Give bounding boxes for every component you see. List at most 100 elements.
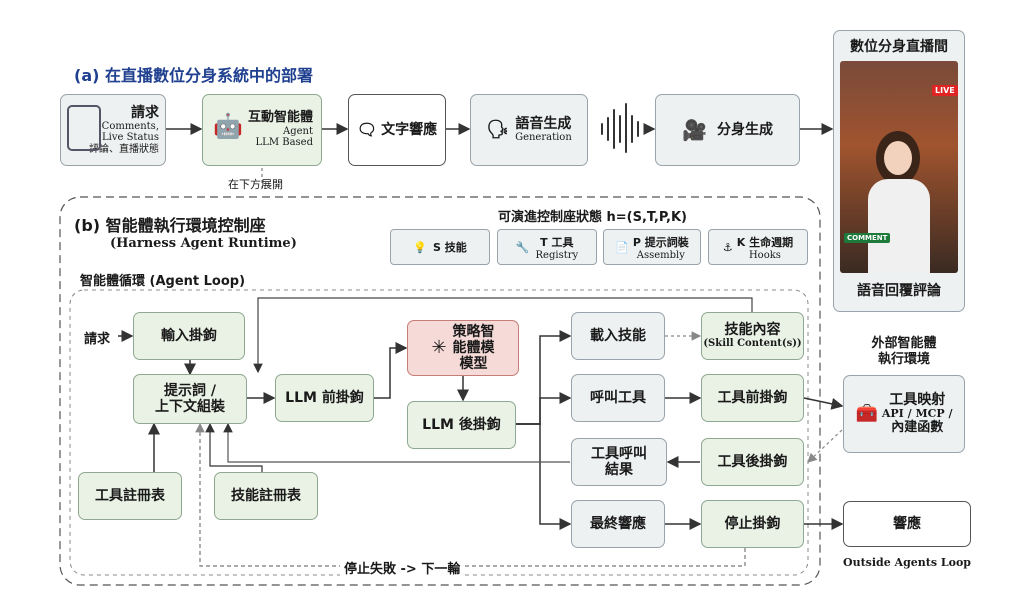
network-icon: ✳ [431, 336, 447, 358]
tool-post-hook-label: 工具後掛鉤 [717, 453, 788, 470]
load-skill-label: 載入技能 [590, 327, 646, 344]
speech-icon: 🗣 [486, 118, 510, 140]
robot-icon: 🤖 [213, 112, 243, 140]
live-stream-image: LIVE COMMENT [840, 61, 958, 274]
profile-card-icon [67, 105, 101, 151]
policy-line3: 模型 [459, 356, 488, 373]
chat-icon: 🗨 [356, 119, 378, 139]
prompt-assembly-box: 提示詞 / 上下文組裝 [133, 374, 247, 424]
section-a-title: (a) 在直播數位分身系統中的部署 [74, 66, 313, 85]
final-response-label: 最終響應 [590, 515, 646, 532]
input-hook-box: 輸入掛鉤 [133, 312, 245, 360]
voice-sub: Generation [515, 132, 572, 144]
llm-post-hook-box: LLM 後掛鉤 [407, 401, 516, 449]
tool-pre-hook-box: 工具前掛鉤 [701, 374, 804, 422]
policy-model-box: ✳ 策略智 能體模 模型 [407, 320, 519, 376]
external-title-line2: 執行環境 [877, 351, 930, 367]
agent-label: 互動智能體 [247, 110, 313, 126]
waveform-icon [601, 103, 639, 153]
request-box: 請求 Comments, Live Status 評論、直播狀態 [60, 94, 166, 166]
tool-result-box: 工具呼叫 結果 [571, 438, 667, 486]
llm-pre-hook-box: LLM 前掛鉤 [275, 374, 374, 422]
tool-result-line2: 結果 [605, 462, 633, 478]
request-sub-2: Live Status [101, 132, 159, 144]
text-response-box: 🗨 文字響應 [348, 94, 446, 166]
agent-loop-frame [69, 289, 809, 576]
expand-note: 在下方展開 [228, 178, 283, 191]
final-response-box: 最終響應 [571, 500, 665, 548]
section-b-subtitle: (Harness Agent Runtime) [110, 236, 297, 251]
stop-fail-label: 停止失敗 -> 下一輪 [340, 558, 465, 577]
skill-content-label: 技能內容 [724, 322, 781, 339]
toolbox-icon: 🧰 [855, 402, 878, 424]
host-body [868, 179, 930, 274]
load-skill-box: 載入技能 [571, 312, 665, 360]
live-caption: 語音回覆評論 [857, 283, 941, 300]
voice-generation-box: 🗣 語音生成 Generation [470, 94, 588, 166]
response-label: 響應 [893, 515, 921, 532]
tool-mapping-sub: API / MCP / [881, 407, 953, 421]
avatar-generation-box: 🎥 分身生成 [655, 94, 800, 166]
skill-registry-label: 技能註冊表 [231, 487, 301, 504]
interactive-agent-box: 🤖 互動智能體 Agent LLM Based [202, 94, 322, 166]
skill-registry-box: 技能註冊表 [214, 472, 318, 520]
stop-hook-box: 停止掛鉤 [701, 500, 804, 548]
prompt-assembly-line2: 上下文組裝 [155, 399, 225, 415]
request-label: 請求 [131, 104, 159, 121]
input-hook-label: 輸入掛鉤 [161, 327, 217, 344]
legend-hooks-sub: Hooks [748, 249, 781, 261]
legend-prompt-sub: Assembly [636, 249, 685, 261]
response-box: 響應 [843, 501, 971, 547]
legend-hooks-label: K 生命週期 [736, 235, 794, 249]
state-title: 可演進控制座狀態 h=(S,T,P,K) [498, 210, 687, 225]
legend-skills-label: S 技能 [432, 241, 467, 254]
document-icon: 📄 [615, 240, 629, 254]
tool-mapping-label: 工具映射 [889, 392, 946, 409]
policy-line1: 策略智 [452, 323, 495, 340]
skill-content-sub: (Skill Content(s)) [703, 338, 802, 350]
policy-line2: 能體模 [452, 339, 495, 356]
agent-loop-title: 智能體循環 (Agent Loop) [80, 274, 246, 289]
legend-tools-sub: Registry [535, 249, 579, 261]
legend-prompt: 📄 P 提示詞裝 Assembly [603, 229, 701, 265]
voice-label: 語音生成 [515, 116, 572, 133]
legend-hooks: ⚓ K 生命週期 Hooks [708, 229, 808, 265]
tool-pre-hook-label: 工具前掛鉤 [717, 389, 788, 406]
call-tool-label: 呼叫工具 [590, 389, 646, 406]
wrench-icon: 🔧 [515, 240, 530, 254]
stop-hook-label: 停止掛鉤 [724, 515, 781, 532]
avatar-gen-label: 分身生成 [716, 121, 773, 138]
skill-content-box: 技能內容 (Skill Content(s)) [701, 312, 804, 360]
hook-icon: ⚓ [722, 240, 733, 254]
external-title-line1: 外部智能體 [871, 336, 937, 351]
live-room-title: 數位分身直播間 [850, 39, 948, 55]
camera-icon: 🎥 [682, 117, 707, 142]
tool-registry-box: 工具註冊表 [78, 472, 182, 520]
section-b-title: (b) 智能體執行環境控制座 [74, 216, 266, 235]
prompt-assembly-line1: 提示詞 / [164, 382, 216, 399]
outside-loop-label: Outside Agents Loop [843, 556, 971, 569]
lightbulb-icon: 💡 [413, 240, 427, 254]
legend-skills: 💡 S 技能 [390, 229, 490, 265]
live-badge: LIVE [932, 85, 958, 97]
text-response-label: 文字響應 [381, 121, 438, 138]
comment-badge: COMMENT [844, 233, 891, 244]
request-sub-3: 評論、直播狀態 [89, 143, 159, 155]
loop-request-label: 請求 [84, 332, 111, 347]
agent-sub-1: Agent [283, 125, 313, 137]
llm-post-hook-label: LLM 後掛鉤 [422, 416, 501, 433]
external-title: 外部智能體 執行環境 [853, 336, 955, 367]
tool-result-line1: 工具呼叫 [591, 445, 647, 462]
tool-registry-label: 工具註冊表 [95, 487, 165, 504]
tool-mapping-sub2: 內建函數 [891, 419, 944, 435]
call-tool-box: 呼叫工具 [571, 374, 665, 422]
agent-sub-2: LLM Based [255, 137, 313, 149]
legend-prompt-label: P 提示詞裝 [632, 235, 689, 249]
legend-tools: 🔧 T 工具 Registry [497, 229, 597, 265]
tool-mapping-box: 🧰 工具映射 API / MCP / 內建函數 [843, 375, 965, 453]
llm-pre-hook-label: LLM 前掛鉤 [285, 389, 364, 406]
runtime-frame [59, 196, 821, 586]
request-sub-1: Comments, [101, 120, 159, 132]
tool-post-hook-box: 工具後掛鉤 [701, 438, 804, 486]
